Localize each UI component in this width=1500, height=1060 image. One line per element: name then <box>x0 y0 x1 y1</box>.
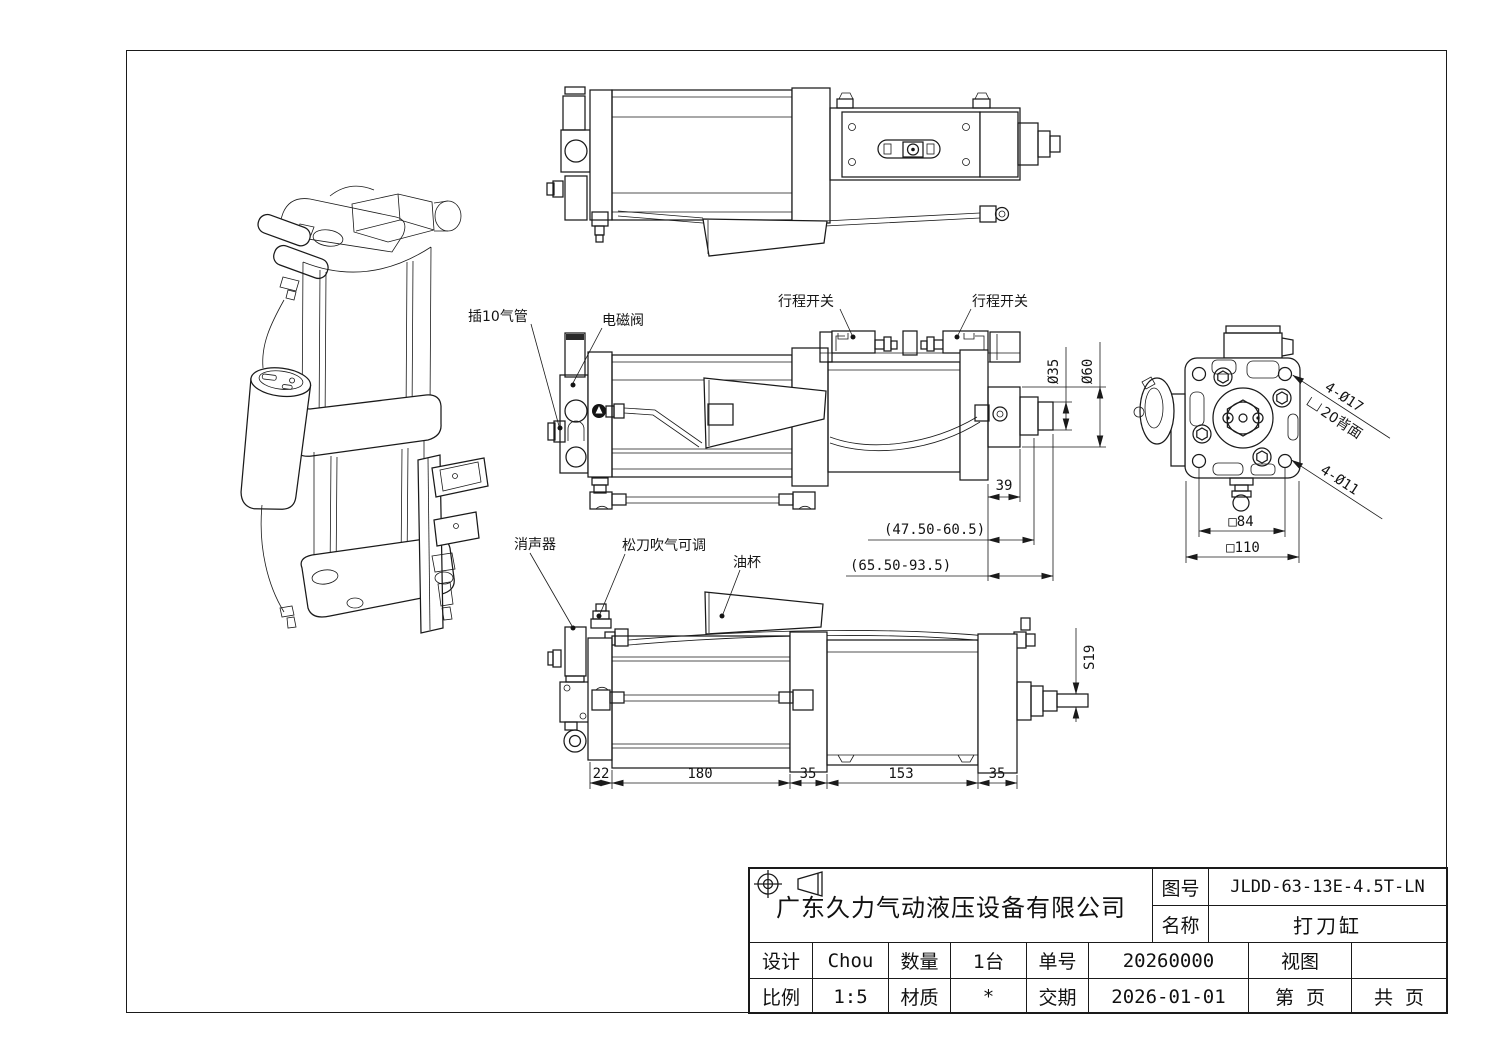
quantity-value: 1台 <box>950 942 1026 978</box>
counterbore-icon <box>1306 396 1323 412</box>
title-block: 广东久力气动液压设备有限公司 图号 名称 JLDD-63-13E-4.5T-LN… <box>748 867 1448 1014</box>
label-air-tube: 插10气管 <box>468 309 528 325</box>
dim-flange-square: □110 <box>1226 540 1260 556</box>
drawing-no-label: 图号 <box>1152 869 1208 905</box>
delivery-label: 交期 <box>1026 978 1088 1014</box>
designer-value: Chou <box>812 942 888 978</box>
label-oil-cup: 油杯 <box>733 555 761 571</box>
total-pages-cell: 共 页 <box>1351 978 1446 1014</box>
isometric-view <box>240 185 489 634</box>
oil-cup-iso <box>240 367 312 510</box>
dim-seg-5: 35 <box>989 766 1006 782</box>
view-label: 视图 <box>1248 942 1351 978</box>
dim-rod-diameter: Ø35 <box>1046 359 1062 384</box>
label-solenoid-valve: 电磁阀 <box>602 313 644 329</box>
material-label: 材质 <box>888 978 950 1014</box>
front-view <box>547 330 1054 510</box>
dim-wrench-flats: S19 <box>1082 645 1098 670</box>
dim-stroke-range-small: (47.50-60.5) <box>884 522 985 538</box>
order-no-label: 单号 <box>1026 942 1088 978</box>
page-cell: 第 页 <box>1248 978 1351 1014</box>
dim-flange-offset: 39 <box>996 478 1013 494</box>
dim-bolt-square: □84 <box>1228 514 1253 530</box>
scale-value: 1:5 <box>812 978 888 1014</box>
designer-label: 设计 <box>750 942 812 978</box>
dim-seg-4: 153 <box>888 766 913 782</box>
projection-symbols <box>754 870 1446 978</box>
quantity-label: 数量 <box>888 942 950 978</box>
dim-seg-2: 180 <box>687 766 712 782</box>
bottom-view <box>547 591 1089 774</box>
dim-back-holes: 4-Ø11 <box>1317 462 1361 498</box>
front-view-annotations: 插10气管 电磁阀 行程开关 行程开关 Ø35 Ø60 39 (47.50-60… <box>468 294 1106 581</box>
dim-seg-3: 35 <box>800 766 817 782</box>
dim-seg-1: 22 <box>593 766 610 782</box>
material-value: * <box>950 978 1026 1014</box>
delivery-value: 2026-01-01 <box>1088 978 1248 1014</box>
order-no-value: 20260000 <box>1088 942 1248 978</box>
label-muffler: 消声器 <box>514 537 556 553</box>
company-name: 广东久力气动液压设备有限公司 <box>776 894 1126 922</box>
dim-collar-diameter: Ø60 <box>1080 359 1096 384</box>
end-view <box>1133 325 1301 512</box>
bottom-view-annotations: 消声器 松刀吹气可调 油杯 S19 22 180 35 153 35 <box>514 537 1098 789</box>
part-name-value: 打刀缸 <box>1208 905 1446 942</box>
part-name-label: 名称 <box>1152 905 1208 942</box>
drawing-no-value: JLDD-63-13E-4.5T-LN <box>1208 869 1446 905</box>
label-blow-adjust: 松刀吹气可调 <box>622 538 706 554</box>
label-travel-switch-left: 行程开关 <box>778 294 834 310</box>
label-travel-switch-right: 行程开关 <box>972 294 1028 310</box>
dim-stroke-range-large: (65.50-93.5) <box>850 558 951 574</box>
top-view <box>546 86 1061 257</box>
scale-label: 比例 <box>750 978 812 1014</box>
